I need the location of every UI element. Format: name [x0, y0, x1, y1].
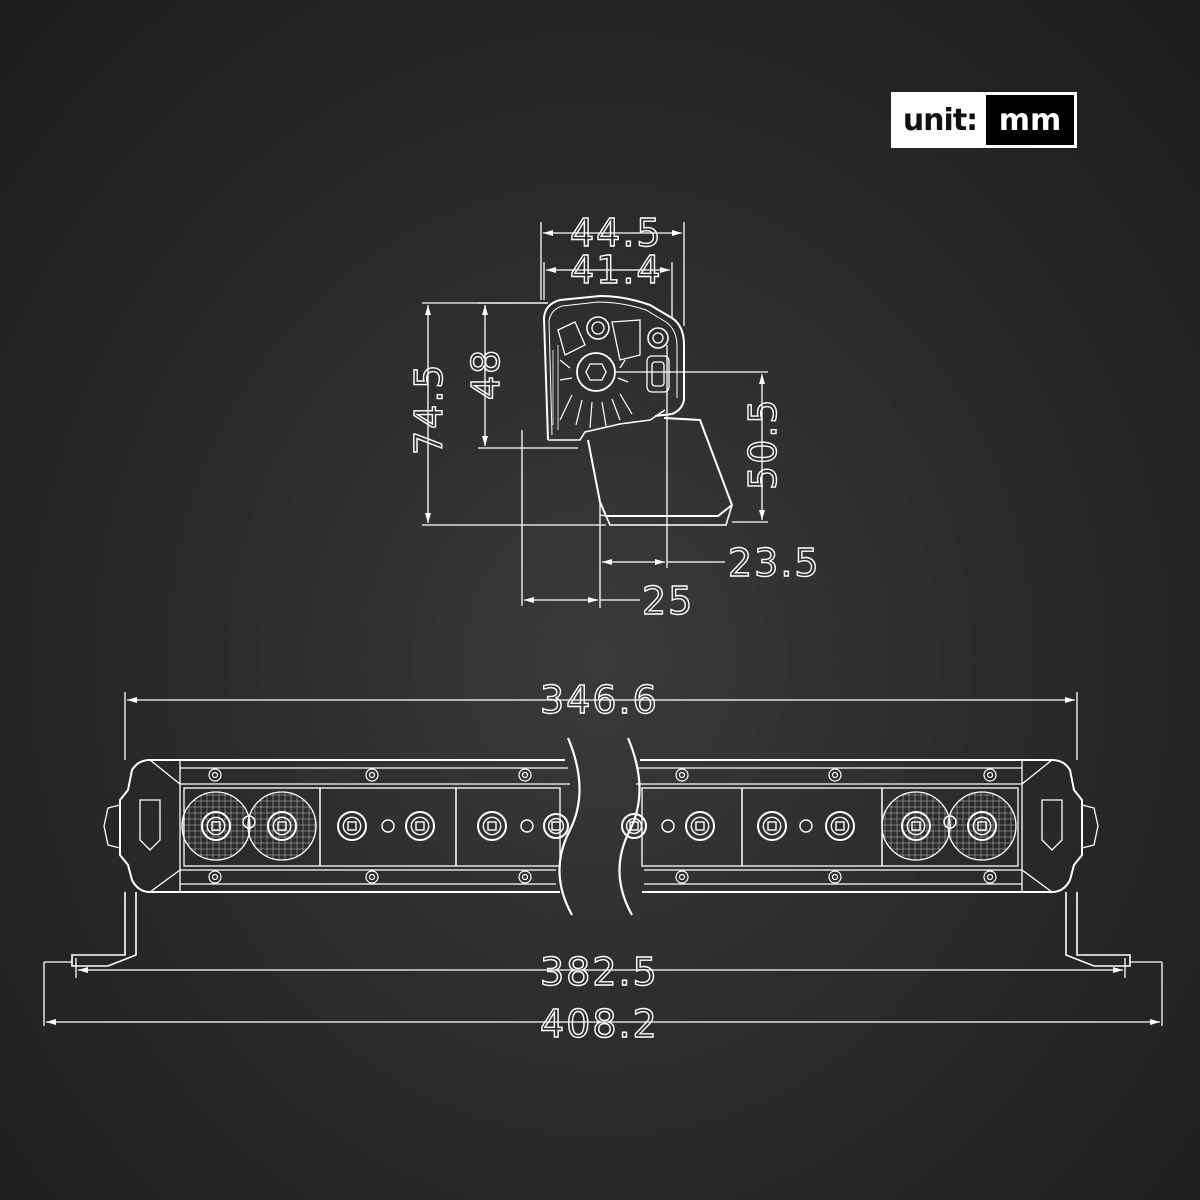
screw: [828, 870, 842, 884]
screw: [208, 870, 222, 884]
dim-width-housing: 41.4: [570, 248, 663, 292]
screw: [675, 768, 689, 782]
screw: [828, 768, 842, 782]
dim-housing-length: 346.6: [540, 678, 659, 722]
screw: [365, 768, 379, 782]
screw: [208, 768, 222, 782]
side-view-drawing: [422, 222, 768, 608]
flood-led: [621, 813, 647, 839]
dim-overall-length: 408.2: [540, 1002, 659, 1046]
dim-mount-hole-span: 382.5: [540, 950, 659, 994]
front-view-drawing: [43, 692, 1163, 1026]
flood-led: [685, 811, 715, 841]
unit-value: mm: [986, 95, 1074, 145]
screw: [983, 768, 997, 782]
sensor-dot: [799, 819, 813, 833]
flood-led: [543, 813, 569, 839]
dim-height-housing: 48: [464, 348, 508, 400]
screw: [983, 870, 997, 884]
flood-led: [477, 811, 507, 841]
dim-base-depth: 25: [642, 579, 694, 623]
screw-group: [208, 768, 997, 884]
sensor-dot: [520, 819, 534, 833]
dim-bracket-offset: 23.5: [728, 541, 821, 585]
screw: [365, 870, 379, 884]
flood-led: [825, 811, 855, 841]
led-group: [201, 811, 997, 841]
spot-led: [967, 811, 997, 841]
sensor-dot: [242, 815, 256, 829]
spot-led: [267, 811, 297, 841]
sensor-dot: [943, 815, 957, 829]
dim-width-overall: 44.5: [570, 211, 663, 255]
unit-badge: unit: mm: [891, 92, 1077, 148]
flood-led: [405, 811, 435, 841]
screw: [675, 870, 689, 884]
spot-led: [901, 811, 931, 841]
sensor-dot: [381, 819, 395, 833]
dim-height-overall: 74.5: [407, 362, 451, 455]
dim-bracket-height: 50.5: [741, 397, 785, 490]
sensor-dot: [661, 819, 675, 833]
screw: [518, 768, 532, 782]
unit-label: unit:: [902, 102, 978, 138]
flood-led: [757, 811, 787, 841]
spot-led: [201, 811, 231, 841]
flood-led: [337, 811, 367, 841]
screw: [518, 870, 532, 884]
